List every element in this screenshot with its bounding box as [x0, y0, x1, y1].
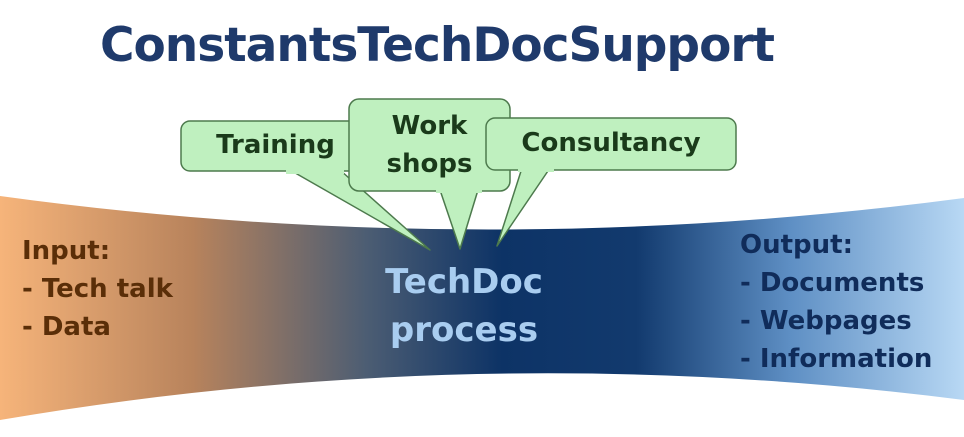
input-item: - Data [22, 312, 111, 342]
page-title: ConstantsTechDocSupport [100, 18, 775, 73]
workshops-label-line1: Work [391, 111, 468, 141]
output-item: - Webpages [740, 306, 912, 336]
output-block: Output: - Documents - Webpages - Informa… [740, 226, 932, 378]
training-label: Training [216, 130, 335, 160]
input-heading: Input: [22, 236, 111, 266]
process-label-line1: TechDoc [385, 262, 543, 302]
consultancy-label: Consultancy [521, 128, 701, 158]
workshops-label-line2: shops [386, 149, 473, 179]
output-heading: Output: [740, 230, 853, 260]
output-item: - Documents [740, 268, 925, 298]
process-label: TechDoc process [354, 258, 574, 354]
input-item: - Tech talk [22, 274, 173, 304]
process-band [0, 196, 964, 420]
training-bubble-shape [180, 120, 431, 251]
process-label-line2: process [389, 310, 539, 350]
input-block: Input: - Tech talk - Data [22, 232, 173, 346]
workshops-label: Work shops [349, 107, 510, 183]
consultancy-bubble-shape [485, 117, 737, 247]
output-item: - Information [740, 344, 933, 374]
